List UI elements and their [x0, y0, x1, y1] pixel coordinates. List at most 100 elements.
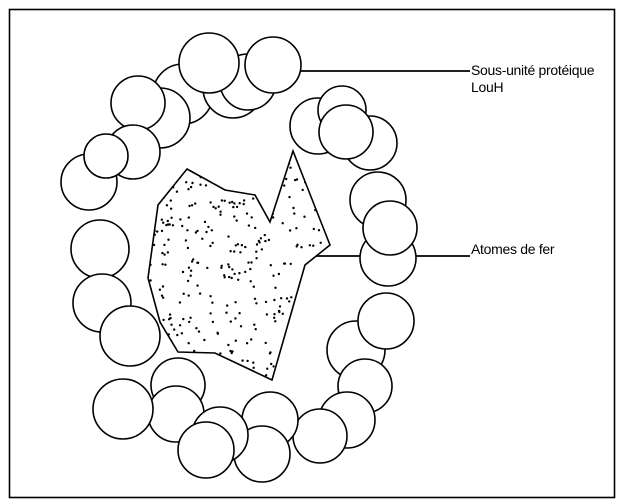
iron-atom-dot	[227, 235, 229, 237]
iron-atom-dot	[268, 149, 270, 151]
iron-atom-dot	[318, 174, 320, 176]
iron-atom-dot	[236, 219, 238, 221]
iron-atom-dot	[199, 184, 201, 186]
iron-atom-dot	[187, 247, 189, 249]
iron-atom-dot	[209, 201, 211, 203]
iron-atom-dot	[145, 377, 147, 379]
protein-subunit-circle	[293, 409, 347, 463]
iron-atom-dot	[233, 273, 235, 275]
iron-atom-dot	[179, 301, 181, 303]
iron-atom-dot	[316, 306, 318, 308]
iron-atom-dot	[279, 305, 281, 307]
iron-atom-dot	[304, 381, 306, 383]
iron-atom-dot	[182, 271, 184, 273]
iron-atom-dot	[163, 253, 165, 255]
iron-atom-dot	[324, 325, 326, 327]
iron-atom-dot	[170, 217, 172, 219]
iron-atom-dot	[250, 338, 252, 340]
iron-atom-dot	[191, 260, 193, 262]
iron-atom-dot	[316, 309, 318, 311]
iron-atom-dot	[229, 168, 231, 170]
iron-atom-dot	[273, 317, 275, 319]
iron-atom-dot	[169, 223, 171, 225]
iron-atom-dot	[190, 270, 192, 272]
iron-atom-dot	[237, 243, 239, 245]
iron-atom-dot	[224, 276, 226, 278]
iron-atom-dot	[216, 369, 218, 371]
iron-atom-dot	[182, 318, 184, 320]
iron-atom-dot	[239, 202, 241, 204]
iron-atom-dot	[216, 332, 218, 334]
iron-atom-dot	[187, 188, 189, 190]
iron-atom-dot	[185, 239, 187, 241]
iron-atom-dot	[228, 187, 230, 189]
iron-atom-dot	[244, 368, 246, 370]
iron-atom-dot	[212, 206, 214, 208]
iron-atom-dot	[329, 166, 331, 168]
iron-atom-dot	[251, 216, 253, 218]
iron-atom-dot	[278, 310, 280, 312]
iron-atom-dot	[163, 352, 165, 354]
iron-atom-dot	[225, 363, 227, 365]
iron-atom-dot	[316, 316, 318, 318]
iron-atom-dot	[149, 197, 151, 199]
iron-atom-dot	[265, 374, 267, 376]
iron-atom-dot	[296, 178, 298, 180]
iron-atom-dot	[209, 295, 211, 297]
iron-atom-dot	[289, 229, 291, 231]
iron-atom-dot	[268, 239, 270, 241]
iron-atom-dot	[324, 218, 326, 220]
iron-atom-dot	[257, 181, 259, 183]
iron-atom-dot	[147, 190, 149, 192]
iron-atom-dot	[196, 284, 198, 286]
iron-atom-dot	[325, 223, 327, 225]
iron-atom-dot	[274, 188, 276, 190]
iron-atom-dot	[305, 323, 307, 325]
iron-atom-dot	[329, 378, 331, 380]
iron-atom-dot	[272, 169, 274, 171]
iron-atom-dot	[236, 206, 238, 208]
iron-atom-dot	[144, 261, 146, 263]
iron-atom-dot	[181, 332, 183, 334]
iron-atom-dot	[219, 352, 221, 354]
iron-atom-dot	[218, 206, 220, 208]
iron-atom-dot	[169, 317, 171, 319]
iron-atom-dot	[176, 148, 178, 150]
iron-atom-dot	[303, 322, 305, 324]
iron-atom-dot	[210, 151, 212, 153]
iron-atom-dot	[149, 279, 151, 281]
iron-atom-dot	[251, 190, 253, 192]
iron-atom-dot	[325, 191, 327, 193]
iron-atom-dot	[160, 180, 162, 182]
iron-atom-dot	[190, 186, 192, 188]
iron-atom-dot	[243, 199, 245, 201]
iron-atom-dot	[194, 160, 196, 162]
iron-atom-dot	[313, 228, 315, 230]
iron-atom-dot	[209, 245, 211, 247]
iron-atom-dot	[317, 272, 319, 274]
iron-atom-dot	[297, 335, 299, 337]
iron-atom-dot	[219, 214, 221, 216]
iron-atom-dot	[161, 219, 163, 221]
iron-atom-dot	[223, 274, 225, 276]
iron-atom-dot	[322, 375, 324, 377]
iron-atom-dot	[312, 316, 314, 318]
iron-atom-dot	[233, 202, 235, 204]
iron-atom-dot	[165, 224, 167, 226]
iron-atom-dot	[254, 227, 256, 229]
iron-atom-dot	[255, 257, 257, 259]
iron-atom-dot	[229, 250, 231, 252]
iron-atom-dot	[179, 218, 181, 220]
iron-atom-dot	[314, 280, 316, 282]
iron-atom-dot	[183, 293, 185, 295]
iron-atom-dot	[287, 364, 289, 366]
iron-atom-dot	[283, 184, 285, 186]
iron-atoms-label: Atomes de fer	[471, 241, 554, 258]
iron-atom-dot	[160, 185, 162, 187]
iron-atom-dot	[293, 212, 295, 214]
iron-atom-dot	[308, 281, 310, 283]
iron-atom-dot	[278, 273, 280, 275]
iron-atom-dot	[204, 221, 206, 223]
iron-atom-dot	[189, 355, 191, 357]
